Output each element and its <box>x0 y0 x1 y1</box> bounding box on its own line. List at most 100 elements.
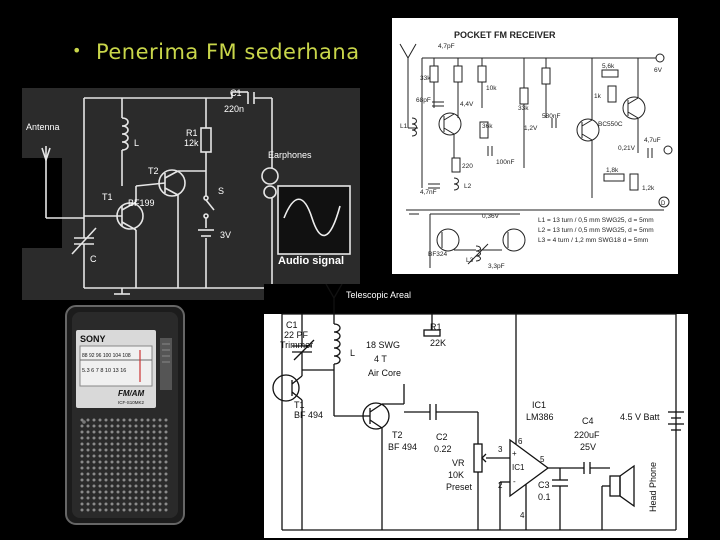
speaker-grill-hole <box>152 496 156 500</box>
speaker-grill-hole <box>116 424 120 428</box>
speaker-grill-hole <box>140 436 144 440</box>
speaker-grill-hole <box>140 478 144 482</box>
speaker-grill-hole <box>92 484 96 488</box>
speaker-grill-hole <box>140 466 144 470</box>
radio-am-scale: 5.3 6 7 8 10 13 16 <box>82 368 126 374</box>
sony-radio-image: SONY FM/AM ICF-S10MK2 88 92 96 100 104 1… <box>65 305 185 525</box>
speaker-grill-hole <box>164 490 168 494</box>
speaker-grill-hole <box>116 472 120 476</box>
label-r-36k: 36k <box>482 123 493 130</box>
speaker-grill-hole <box>146 502 150 506</box>
speaker-grill-hole <box>116 436 120 440</box>
speaker-grill-hole <box>146 448 150 452</box>
speaker-grill-hole <box>134 478 138 482</box>
speaker-grill-hole <box>98 466 102 470</box>
speaker-grill-hole <box>104 490 108 494</box>
label-r-10k: 10k <box>486 85 497 92</box>
vr-value-label: 10K <box>448 470 464 480</box>
speaker-grill-hole <box>134 508 138 512</box>
speaker-grill-hole <box>158 430 162 434</box>
label-circle-d: D <box>661 201 666 207</box>
speaker-grill-hole <box>122 472 126 476</box>
speaker-grill-hole <box>104 472 108 476</box>
speaker-grill-hole <box>128 508 132 512</box>
speaker-grill-hole <box>98 424 102 428</box>
speaker-grill-hole <box>146 436 150 440</box>
speaker-grill-hole <box>86 508 90 512</box>
vr-type-label: Preset <box>446 482 473 492</box>
speaker-grill-hole <box>86 424 90 428</box>
speaker-grill-hole <box>86 448 90 452</box>
speaker-grill-hole <box>134 442 138 446</box>
speaker-grill-hole <box>122 508 126 512</box>
pin-2-label: 2 <box>498 481 503 490</box>
coil-l-label: L <box>134 138 139 148</box>
speaker-grill-hole <box>146 472 150 476</box>
pin-3-label: 3 <box>498 445 503 454</box>
speaker-grill-hole <box>110 460 114 464</box>
speaker-grill-hole <box>134 454 138 458</box>
speaker-grill <box>80 418 168 512</box>
speaker-grill-hole <box>146 496 150 500</box>
speaker-grill-hole <box>158 484 162 488</box>
speaker-grill-hole <box>80 442 84 446</box>
circuit-diagram-3: Telescopic Areal C1 22 PF Trimmer L 18 S… <box>264 284 688 538</box>
pin-5-label: 5 <box>540 455 545 464</box>
speaker-grill-hole <box>80 478 84 482</box>
speaker-grill-hole <box>158 454 162 458</box>
speaker-grill-hole <box>158 448 162 452</box>
speaker-grill-hole <box>98 460 102 464</box>
aerial-label: Telescopic Areal <box>346 290 411 300</box>
speaker-grill-hole <box>158 436 162 440</box>
speaker-grill-hole <box>122 466 126 470</box>
label-v-12: 1,2V <box>524 125 538 132</box>
ic1-label: IC1 <box>532 400 546 410</box>
speaker-grill-hole <box>92 436 96 440</box>
speaker-grill-hole <box>104 430 108 434</box>
radio-band: FM/AM <box>118 389 145 398</box>
speaker-grill-hole <box>80 418 84 422</box>
speaker-grill-hole <box>164 430 168 434</box>
label-v-036: 0,36V <box>482 213 500 220</box>
speaker-grill-hole <box>92 478 96 482</box>
speaker-grill-hole <box>152 478 156 482</box>
speaker-grill-hole <box>116 490 120 494</box>
speaker-grill-hole <box>98 418 102 422</box>
speaker-grill-hole <box>110 418 114 422</box>
speaker-grill-hole <box>104 460 108 464</box>
c1-label-3: C1 <box>286 320 298 330</box>
coil-wire-label: 18 SWG <box>366 340 400 350</box>
speaker-grill-hole <box>116 454 120 458</box>
speaker-grill-hole <box>92 490 96 494</box>
speaker-grill-hole <box>122 418 126 422</box>
t2-part-3: BF 494 <box>388 442 417 452</box>
speaker-grill-hole <box>80 424 84 428</box>
speaker-grill-hole <box>110 466 114 470</box>
t1-part-3: BF 494 <box>294 410 323 420</box>
speaker-grill-hole <box>128 502 132 506</box>
speaker-grill-hole <box>146 442 150 446</box>
speaker-grill-hole <box>116 430 120 434</box>
speaker-grill-hole <box>134 484 138 488</box>
speaker-grill-hole <box>146 466 150 470</box>
speaker-grill-hole <box>110 436 114 440</box>
speaker-grill-hole <box>80 490 84 494</box>
speaker-grill-hole <box>128 448 132 452</box>
speaker-grill-hole <box>152 424 156 428</box>
c4-label-3: C4 <box>582 416 594 426</box>
earphones-label: Earphones <box>268 150 312 160</box>
speaker-grill-hole <box>92 496 96 500</box>
speaker-grill-hole <box>122 454 126 458</box>
speaker-grill-hole <box>122 490 126 494</box>
speaker-grill-hole <box>146 418 150 422</box>
speaker-grill-hole <box>164 508 168 512</box>
speaker-grill-hole <box>134 448 138 452</box>
label-v-021: 0,21V <box>618 145 636 152</box>
c2-label-3: C2 <box>436 432 448 442</box>
speaker-grill-hole <box>86 466 90 470</box>
c1-type-3: Trimmer <box>280 340 313 350</box>
speaker-grill-hole <box>80 448 84 452</box>
speaker-grill-hole <box>128 430 132 434</box>
speaker-grill-hole <box>80 496 84 500</box>
speaker-grill-hole <box>92 442 96 446</box>
